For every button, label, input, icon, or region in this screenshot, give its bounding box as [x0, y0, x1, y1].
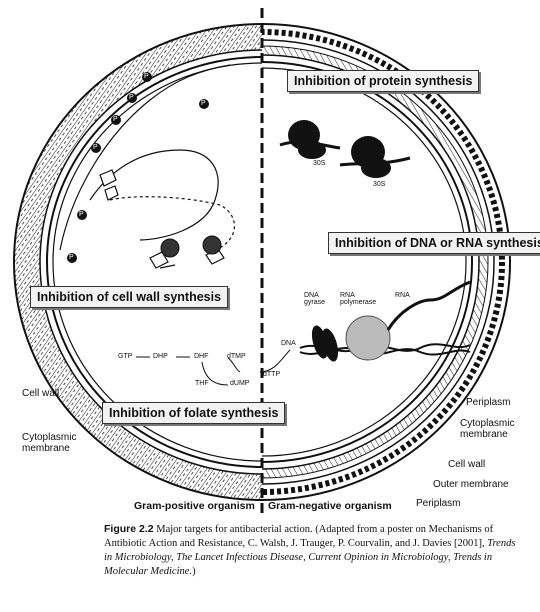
label-cell-wall-left: Cell wall	[22, 388, 60, 399]
phosphate-label-1: P	[144, 73, 149, 80]
label-cell-wall-right: Cell wall	[448, 459, 486, 470]
cell-wall-synthesis-pathway	[59, 64, 235, 269]
label-periplasm-bottom: Periplasm	[416, 498, 461, 509]
caption-end: )	[192, 566, 196, 577]
caption-figure-label: Figure 2.2	[104, 523, 154, 535]
gtp-label: GTP	[118, 353, 133, 360]
phosphate-label-3: P	[113, 116, 118, 123]
rna-polymerase-label: RNA polymerase	[340, 292, 377, 306]
phosphate-label-5: P	[79, 211, 84, 218]
thf-label: THF	[195, 380, 209, 387]
dtmp-label: dTMP	[227, 353, 246, 360]
ribosome-label-1: 30S	[313, 160, 326, 167]
figure-caption: Figure 2.2 Major targets for antibacteri…	[104, 522, 526, 579]
dump-label: dUMP	[230, 380, 250, 387]
gram-positive-cell-wall	[13, 23, 262, 501]
cell-wall-enzymes	[160, 235, 222, 258]
ribosomes	[279, 120, 411, 178]
phosphate-label-4: P	[93, 144, 98, 151]
phosphate-label-2: P	[129, 94, 134, 101]
dna-label: DNA	[281, 340, 296, 347]
label-cytoplasmic-membrane-right: Cytoplasmic membrane	[460, 418, 515, 440]
phosphate-label-6: P	[69, 254, 74, 261]
dna-replication-machinery	[299, 280, 471, 362]
label-periplasm-top: Periplasm	[466, 397, 511, 408]
phosphate-label-7: P	[201, 100, 206, 107]
dhp-label: DHP	[153, 353, 168, 360]
label-cytoplasmic-membrane-left: Cytoplasmic membrane	[22, 432, 77, 454]
dna-rna-synthesis-box: Inhibition of DNA or RNA synthesis	[328, 232, 540, 254]
dttp-label: dTTP	[263, 371, 281, 378]
folate-synthesis-box: Inhibition of folate synthesis	[102, 402, 286, 424]
caption-journals: Trends in Microbiology, The Lancet Infec…	[104, 538, 516, 577]
rna-label: RNA	[395, 292, 410, 299]
folate-pathway-arrows	[136, 349, 291, 386]
protein-synthesis-box: Inhibition of protein synthesis	[287, 70, 480, 92]
dhf-label: DHF	[194, 353, 209, 360]
caption-text: Major targets for antibacterial action. …	[104, 524, 494, 549]
phosphate-groups	[67, 72, 209, 263]
ribosome-label-2: 30S	[373, 181, 386, 188]
cell-wall-synthesis-box: Inhibition of cell wall synthesis	[30, 286, 229, 308]
label-outer-membrane: Outer membrane	[433, 479, 509, 490]
gram-positive-label: Gram-positive organism	[134, 500, 255, 512]
gram-negative-label: Gram-negative organism	[268, 500, 392, 512]
dna-gyrase-label: DNA gyrase	[304, 292, 326, 306]
